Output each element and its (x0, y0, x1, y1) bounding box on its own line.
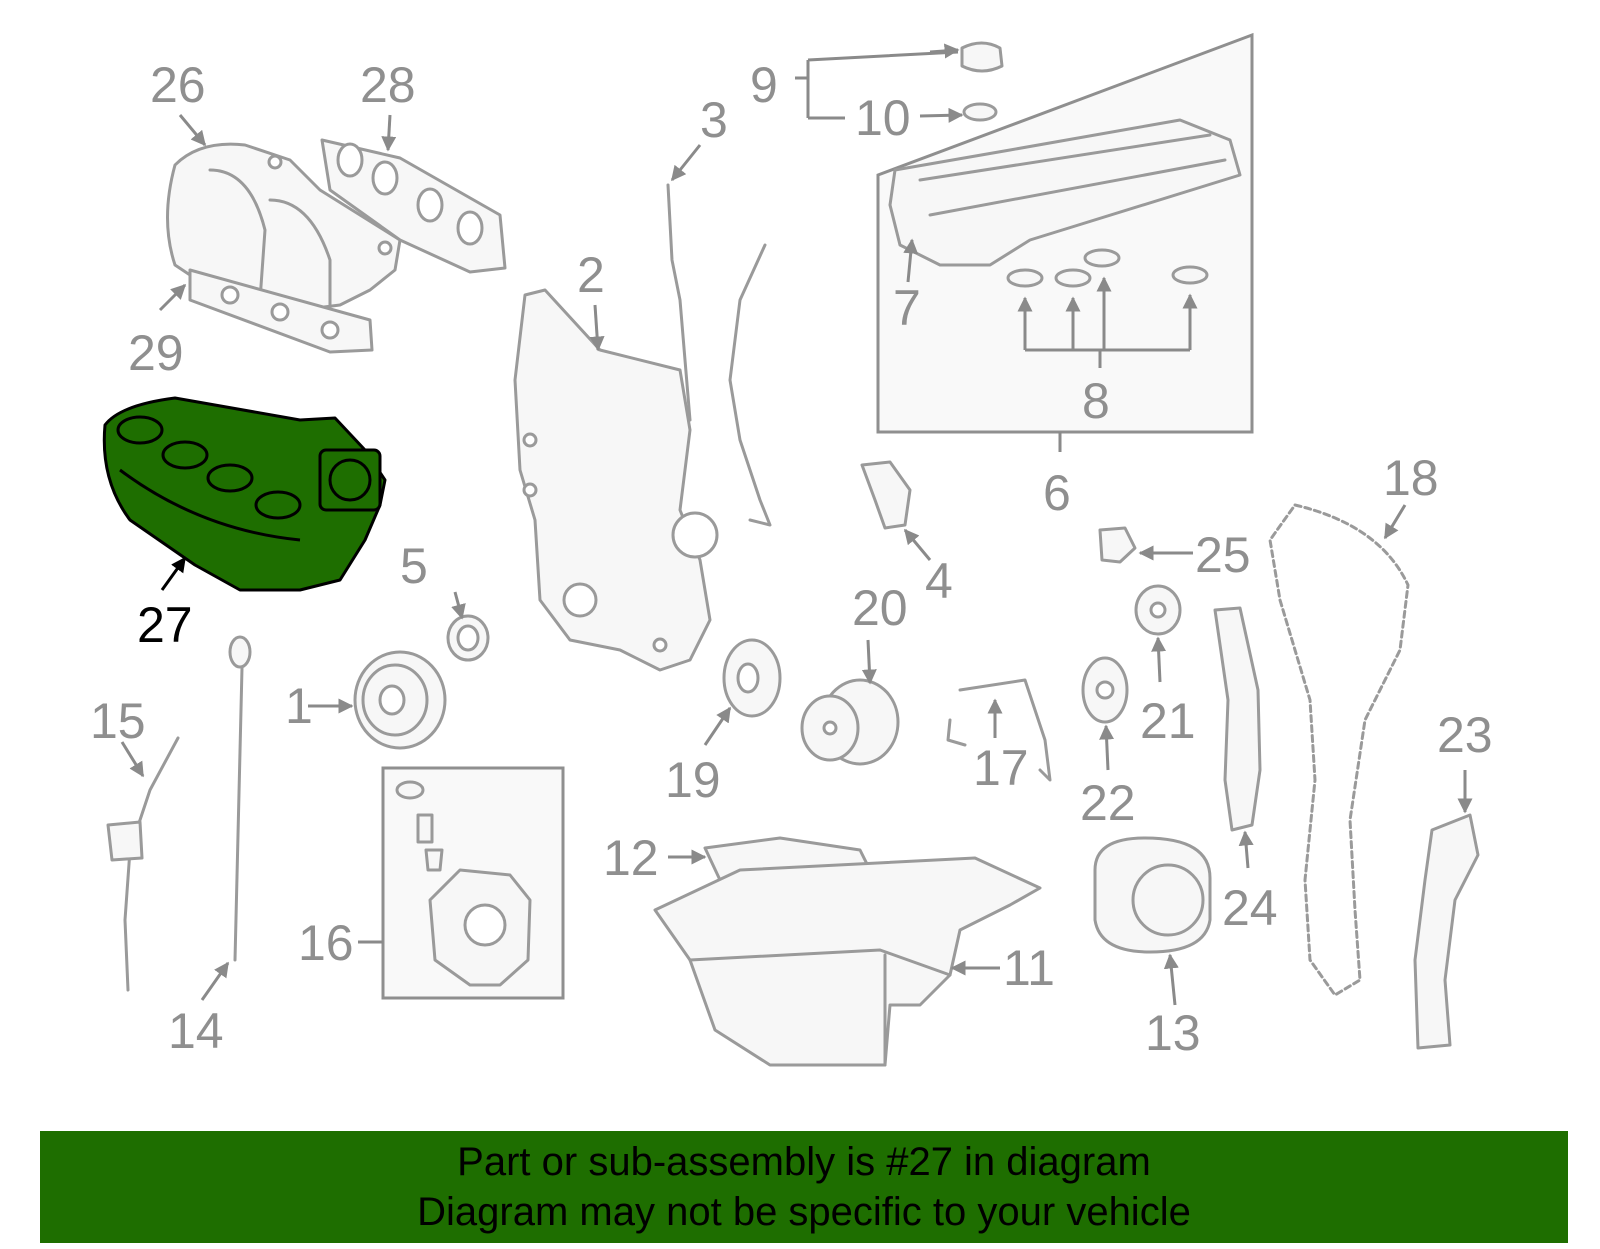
callout-5[interactable]: 5 (400, 538, 428, 594)
callout-7[interactable]: 7 (893, 280, 921, 336)
callout-10[interactable]: 10 (855, 90, 911, 146)
part-10-cap-gasket[interactable] (962, 102, 998, 122)
callout-6[interactable]: 6 (1043, 465, 1071, 521)
part-27-intake-manifold[interactable] (102, 396, 387, 592)
callout-23[interactable]: 23 (1437, 707, 1493, 763)
callout-12[interactable]: 12 (603, 830, 659, 886)
callout-2[interactable]: 2 (577, 247, 605, 303)
callout-27[interactable]: 27 (137, 597, 193, 653)
part-21-idler-sprocket[interactable] (1134, 584, 1182, 636)
callout-24[interactable]: 24 (1222, 880, 1278, 936)
part-24-chain-tensioner-guide[interactable] (1213, 606, 1262, 832)
leader-lines (120, 43, 1473, 1006)
callout-16[interactable]: 16 (298, 915, 354, 971)
callout-9[interactable]: 9 (750, 57, 778, 113)
part-11-oil-pan[interactable] (653, 856, 1042, 1067)
part-14-dipstick[interactable] (228, 635, 252, 962)
part-20-cam-timing-gear[interactable] (800, 678, 900, 766)
part-25-sensor[interactable] (1098, 526, 1137, 564)
callout-3[interactable]: 3 (700, 92, 728, 148)
part-29-manifold-gasket[interactable] (188, 268, 374, 354)
part-17-timing-bracket[interactable] (946, 678, 1052, 782)
callout-11[interactable]: 11 (1003, 940, 1055, 996)
callout-29[interactable]: 29 (128, 325, 184, 381)
callout-22[interactable]: 22 (1080, 775, 1136, 831)
banner-line-part-number: Part or sub-assembly is #27 in diagram (457, 1140, 1151, 1184)
part-13-oil-filter[interactable] (1093, 836, 1212, 954)
callout-26[interactable]: 26 (150, 57, 206, 113)
callout-25[interactable]: 25 (1195, 527, 1251, 583)
callout-20[interactable]: 20 (852, 580, 908, 636)
part-2-timing-cover[interactable] (513, 288, 719, 672)
part-6-valve-cover-assembly[interactable] (876, 32, 1254, 434)
callout-4[interactable]: 4 (925, 553, 953, 609)
callout-labels: 1 2 3 4 5 6 7 8 9 10 11 12 13 14 15 16 1… (90, 57, 1493, 1061)
callout-28[interactable]: 28 (360, 57, 416, 113)
part-28-intake-gasket[interactable] (320, 138, 507, 274)
callout-21[interactable]: 21 (1140, 693, 1196, 749)
banner-line-disclaimer: Diagram may not be specific to your vehi… (417, 1190, 1191, 1234)
callout-17[interactable]: 17 (973, 740, 1029, 796)
part-22-sprocket[interactable] (1081, 656, 1129, 724)
part-19-crank-sprocket[interactable] (722, 638, 782, 718)
callout-13[interactable]: 13 (1145, 1005, 1201, 1061)
part-18-timing-chain[interactable] (1268, 503, 1410, 997)
callout-19[interactable]: 19 (665, 752, 721, 808)
part-5-oil-seal[interactable] (446, 614, 490, 662)
part-4-gasket[interactable] (860, 460, 912, 530)
engine-parts-diagram: 1 2 3 4 5 6 7 8 9 10 11 12 13 14 15 16 1… (90, 32, 1493, 1067)
callout-15[interactable]: 15 (90, 693, 146, 749)
part-23-chain-guide[interactable] (1413, 813, 1480, 1050)
part-15-dipstick-tube[interactable] (106, 736, 180, 992)
part-9-oil-filler-cap[interactable] (960, 41, 1004, 73)
part-1-crankshaft-pulley[interactable] (353, 650, 447, 750)
part-26-exhaust-manifold[interactable] (166, 142, 402, 312)
part-16-oil-pump-assembly[interactable] (381, 766, 565, 1000)
callout-8[interactable]: 8 (1082, 373, 1110, 429)
info-banner: Part or sub-assembly is #27 in diagram D… (40, 1131, 1568, 1243)
callout-1[interactable]: 1 (285, 678, 313, 734)
callout-14[interactable]: 14 (168, 1003, 224, 1059)
part-3-cover-gasket[interactable] (666, 183, 772, 527)
callout-18[interactable]: 18 (1383, 450, 1439, 506)
